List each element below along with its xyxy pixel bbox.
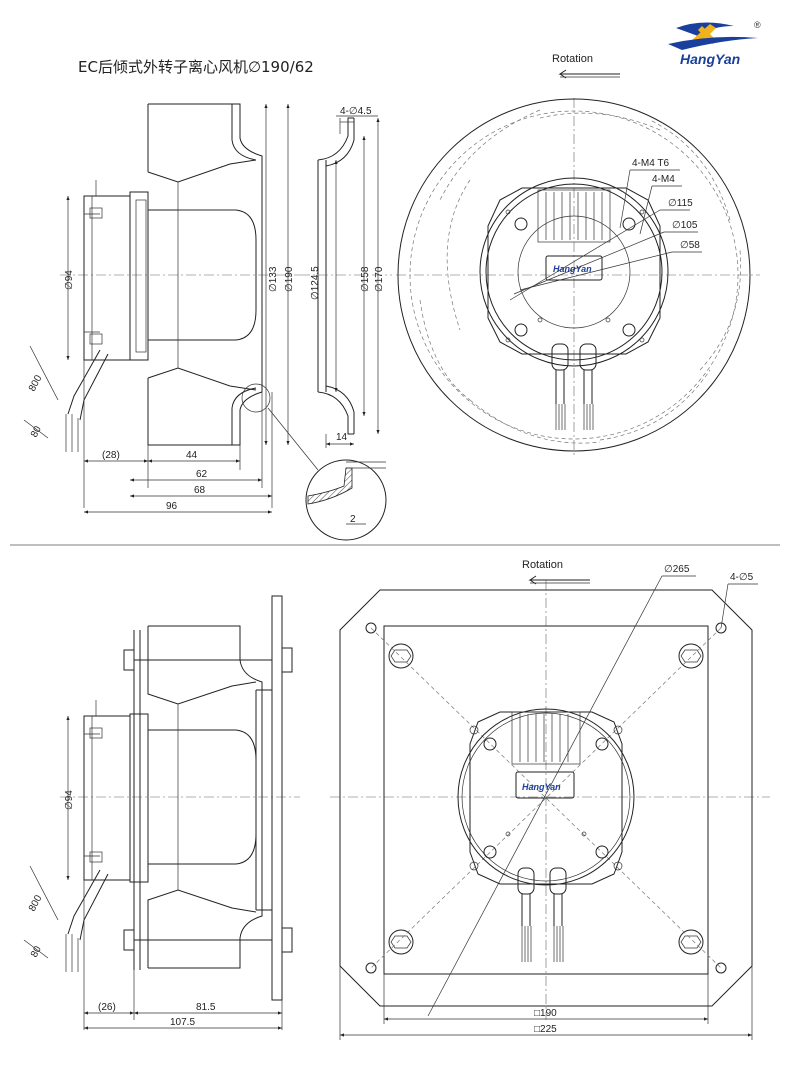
dim-d170: ∅170 [374,266,385,292]
dim-d105: ∅105 [672,220,698,231]
page-title: EC后倾式外转子离心风机∅190/62 [78,58,314,76]
dim-d26: (26) [98,1002,116,1013]
dim-d133: ∅133 [268,266,279,292]
dim-sq190: □190 [534,1008,557,1019]
dim-d28: (28) [102,450,120,461]
top-badge-text: HangYan [553,264,592,274]
dim-d44: 44 [186,450,198,461]
detail-view: 2 [305,459,387,541]
dim-cable-800: 800 [27,373,45,393]
dim-bottom-cable-800: 800 [27,893,45,913]
dim-d62: 62 [196,469,208,480]
dim-d68: 68 [194,485,206,496]
dim-d14: 14 [336,432,348,443]
dim-hole-4-5: 4-∅5 [730,572,754,583]
registered-mark: ® [754,20,761,30]
dim-d190: ∅190 [284,266,295,292]
dim-d107-5: 107.5 [170,1017,195,1028]
dim-bottom-cable-80: 80 [29,944,44,959]
bottom-front-view: HangYan ∅265 4-∅5 □190 □225 Rotation [330,559,770,1040]
dim-m4-t6: 4-M4 T6 [632,158,669,169]
hangyan-logo: ® HangYan [662,16,772,72]
inlet-ring-profile: 4-∅4.5 ∅124.5 ∅158 ∅170 14 [300,106,392,448]
dim-bottom-d94: ∅94 [64,790,75,810]
bottom-badge-text: HangYan [522,782,561,792]
top-rotation-label: Rotation [552,53,593,65]
dim-d58: ∅58 [680,240,700,251]
dim-d96: 96 [166,501,178,512]
bottom-rotation-label: Rotation [522,559,563,571]
dim-d94: ∅94 [64,270,75,290]
dim-d124-5: ∅124.5 [310,266,321,300]
dim-d2: 2 [350,514,356,525]
dim-cable-80: 80 [29,424,44,439]
brand-name: HangYan [680,51,740,67]
dim-d115: ∅115 [668,198,693,209]
top-side-view: ∅94 ∅133 ∅190 800 80 (28) 44 62 68 [23,103,319,514]
dim-m4: 4-M4 [652,174,675,185]
dim-hole-4-4-5: 4-∅4.5 [340,106,372,117]
dim-d81-5: 81.5 [196,1002,216,1013]
dim-d265: ∅265 [664,564,690,575]
top-front-view: HangYan 4-M4 T6 4-M4 ∅115 ∅105 ∅58 Rot [396,53,760,455]
dim-d158: ∅158 [360,266,371,292]
dim-sq225: □225 [534,1024,557,1035]
bottom-side-view: ∅94 800 80 (26) 81.5 107.5 [23,595,300,1030]
